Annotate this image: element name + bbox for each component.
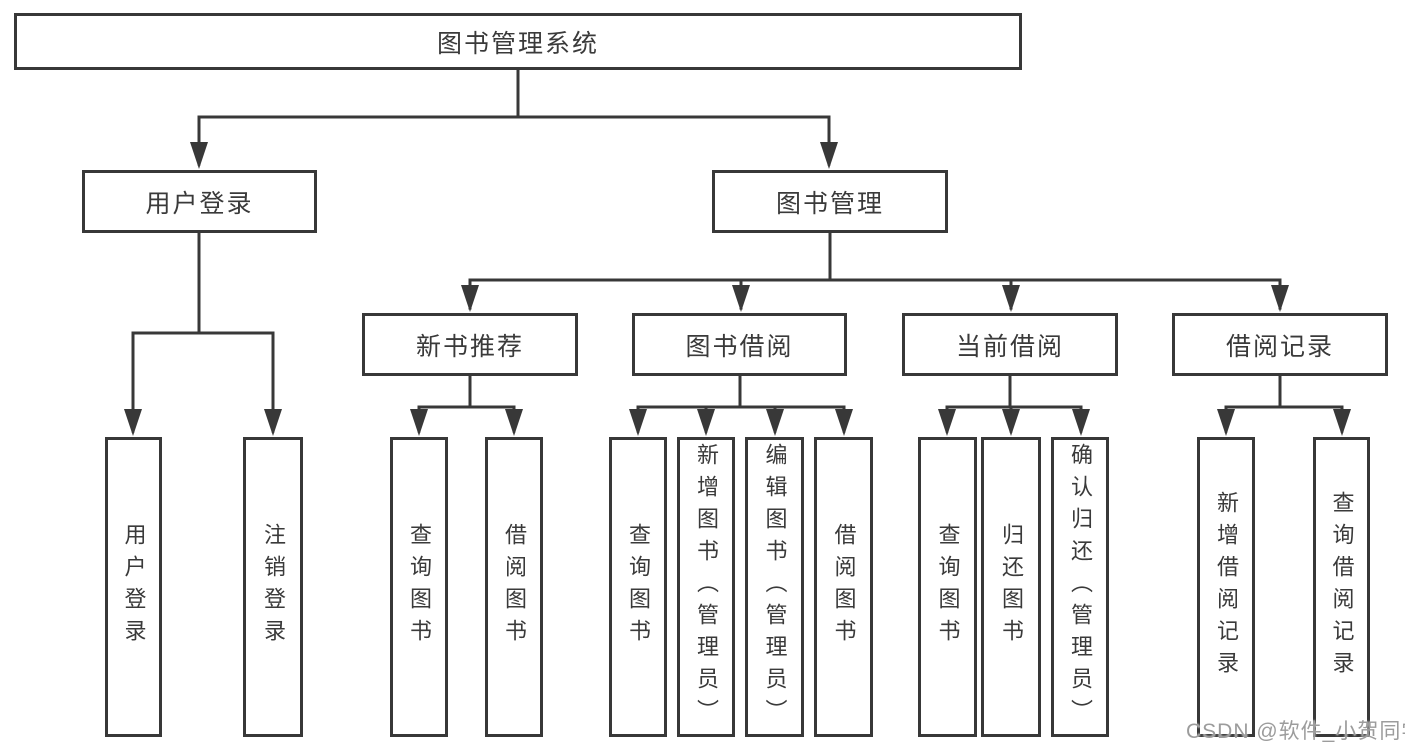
node-library-management-system: 图书管理系统 bbox=[14, 13, 1022, 70]
node-label: 当前借阅 bbox=[955, 332, 1064, 361]
node-label: 新增图书（管理员） bbox=[694, 443, 719, 731]
node-label: 新书推荐 bbox=[415, 332, 524, 361]
arrowheads bbox=[124, 142, 1351, 436]
node-label: 新增借阅记录 bbox=[1214, 491, 1239, 683]
node-label: 用户登录 bbox=[145, 189, 254, 218]
node-book-borrowing: 图书借阅 bbox=[632, 313, 847, 376]
connector-borrowing-records bbox=[1224, 374, 1344, 433]
node-label: 查询图书 bbox=[935, 523, 961, 651]
node-label: 图书借阅 bbox=[685, 332, 794, 361]
node-leaf-add-borrow-record: 新增借阅记录 bbox=[1197, 437, 1255, 737]
node-leaf-user-login: 用户登录 bbox=[105, 437, 162, 737]
connector-book-management bbox=[468, 231, 1282, 310]
node-leaf-query-borrow-record: 查询借阅记录 bbox=[1313, 437, 1370, 737]
node-label: 借阅记录 bbox=[1225, 332, 1334, 361]
node-leaf-return-books: 归还图书 bbox=[981, 437, 1041, 737]
node-leaf-edit-books-admin: 编辑图书（管理员） bbox=[745, 437, 804, 737]
node-label: 图书管理 bbox=[775, 189, 884, 218]
node-leaf-query-books-recommend: 查询图书 bbox=[390, 437, 448, 737]
node-borrowing-records: 借阅记录 bbox=[1172, 313, 1388, 376]
node-label: 归还图书 bbox=[999, 523, 1024, 651]
node-label: 借阅图书 bbox=[831, 523, 857, 651]
node-new-book-recommend: 新书推荐 bbox=[362, 313, 578, 376]
node-label: 注销登录 bbox=[261, 523, 286, 651]
node-label: 借阅图书 bbox=[502, 523, 527, 651]
node-user-login: 用户登录 bbox=[82, 170, 317, 233]
connector-new-book-recommend bbox=[417, 374, 516, 433]
node-leaf-logout: 注销登录 bbox=[243, 437, 303, 737]
csdn-watermark: CSDN @软件_小贺同学 bbox=[1186, 720, 1405, 743]
node-leaf-confirm-return-admin: 确认归还（管理员） bbox=[1051, 437, 1109, 737]
node-current-borrowing: 当前借阅 bbox=[902, 313, 1118, 376]
connector-user-login bbox=[131, 231, 275, 433]
node-leaf-query-books-current: 查询图书 bbox=[918, 437, 977, 737]
node-label: 查询图书 bbox=[407, 523, 432, 651]
node-leaf-borrow-books-borrowing: 借阅图书 bbox=[814, 437, 873, 737]
connector-book-borrowing bbox=[636, 374, 846, 433]
node-label: 查询图书 bbox=[626, 523, 651, 651]
connector-root bbox=[197, 68, 831, 166]
node-label: 查询借阅记录 bbox=[1329, 491, 1355, 683]
node-leaf-add-books-admin: 新增图书（管理员） bbox=[677, 437, 735, 737]
node-label: 用户登录 bbox=[121, 523, 147, 651]
node-leaf-borrow-books-recommend: 借阅图书 bbox=[485, 437, 543, 737]
node-book-management: 图书管理 bbox=[712, 170, 948, 233]
node-label: 确认归还（管理员） bbox=[1068, 443, 1093, 731]
node-leaf-query-books-borrowing: 查询图书 bbox=[609, 437, 667, 737]
node-label: 图书管理系统 bbox=[436, 29, 599, 58]
node-label: 编辑图书（管理员） bbox=[762, 443, 788, 731]
